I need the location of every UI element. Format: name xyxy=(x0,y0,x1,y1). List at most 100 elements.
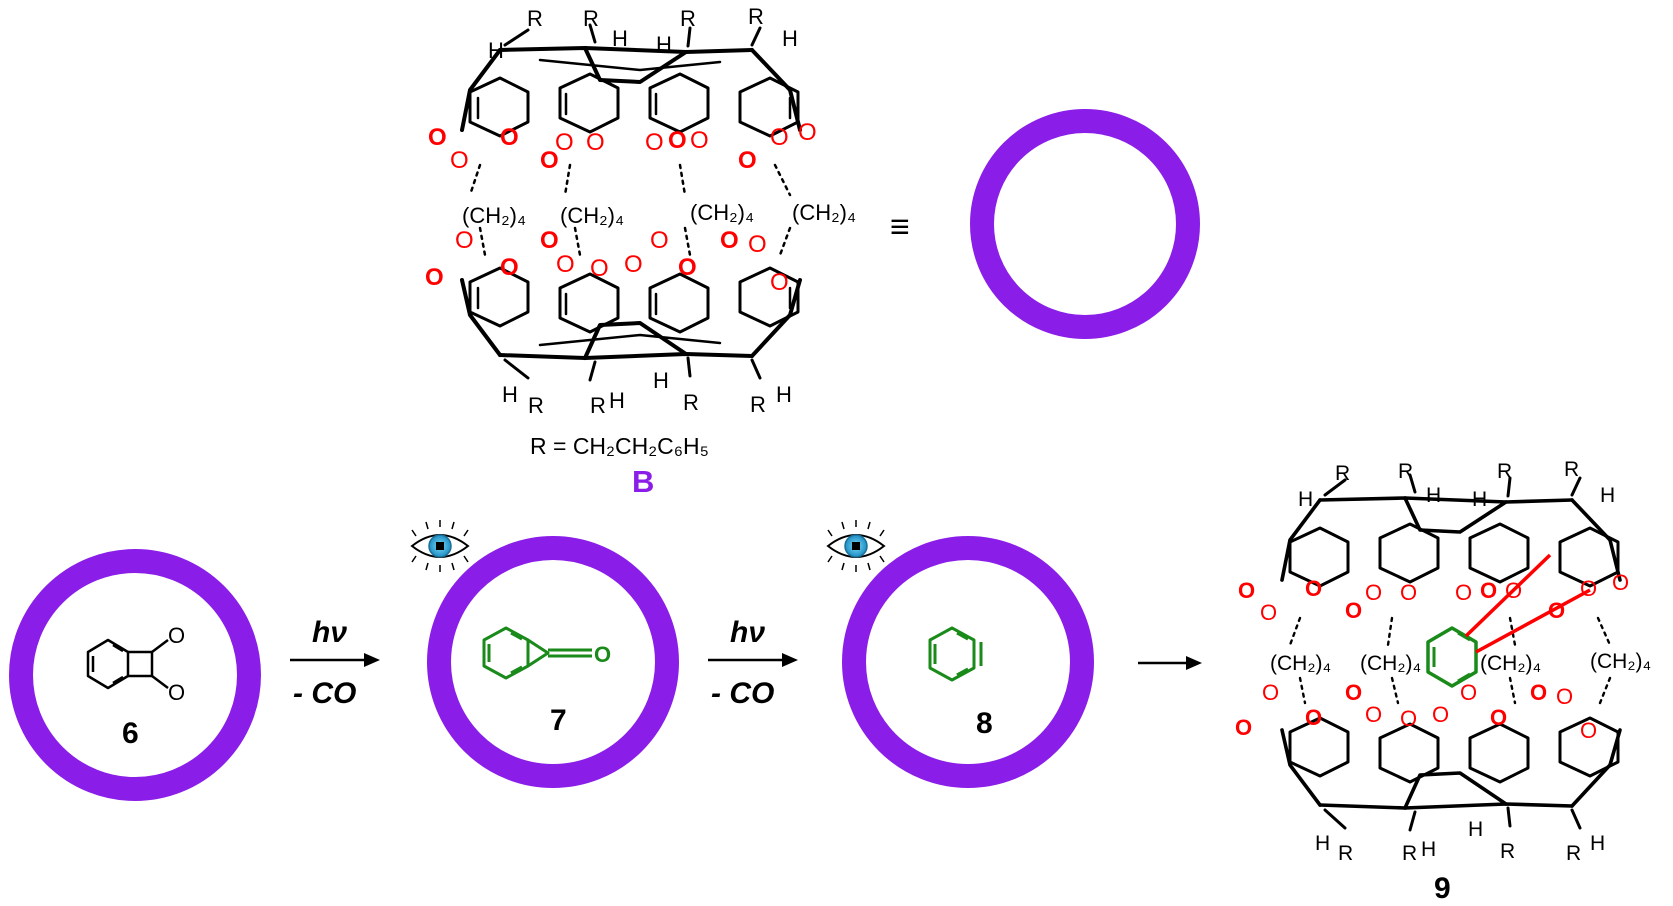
host-ring-6 xyxy=(9,549,261,801)
eye-icon xyxy=(410,520,470,572)
step-top-label: hν xyxy=(312,616,347,649)
aromatic-ring xyxy=(648,272,710,334)
atom-o: O xyxy=(1580,718,1597,743)
atom-h: H xyxy=(1315,832,1330,855)
atom-h: H xyxy=(1421,838,1436,861)
aromatic-ring xyxy=(738,76,800,138)
aromatic-ring xyxy=(468,76,530,138)
arrow-head xyxy=(364,653,380,667)
atom-o: O xyxy=(770,124,789,151)
r-definition: R = CH₂CH₂C₆H₅ xyxy=(530,433,709,459)
atom-o: O xyxy=(556,251,575,278)
atom-o: O xyxy=(1400,580,1417,605)
aromatic-ring xyxy=(1558,716,1620,778)
bond xyxy=(498,46,754,54)
atom-o: O xyxy=(586,129,605,156)
reaction-arrow-1: hν - CO xyxy=(290,616,380,710)
reaction-arrow-2: hν - CO xyxy=(708,616,798,710)
benzene-ring xyxy=(928,626,976,682)
atom-o: O xyxy=(668,127,687,154)
aromatic-ring xyxy=(1288,526,1350,588)
bond xyxy=(1403,496,1508,534)
atom-r: R xyxy=(683,390,699,415)
atom-o: O xyxy=(168,623,185,648)
equivalence-symbol: ≡ xyxy=(890,208,910,246)
atom-o: O xyxy=(1260,600,1277,625)
bond xyxy=(460,278,502,357)
bond xyxy=(1323,473,1582,498)
atom-o: O xyxy=(1262,680,1279,705)
bond xyxy=(1280,728,1322,807)
atom-r: R xyxy=(1500,840,1515,863)
atom-h: H xyxy=(1426,484,1441,507)
compound-label-8: 8 xyxy=(976,707,993,740)
product-9-labels: R R R R H H H H H R R H H R R H (CH₂)₄ (… xyxy=(1270,458,1651,865)
benzocyclopropenone xyxy=(482,626,592,680)
bond xyxy=(538,58,722,72)
atom-o: O xyxy=(798,119,817,146)
atom-h: H xyxy=(782,26,798,51)
host-ring-7 xyxy=(427,536,679,788)
aromatic-ring xyxy=(1288,716,1350,778)
atom-o: O xyxy=(540,227,559,254)
bond xyxy=(460,48,502,132)
step-bottom-label: - CO xyxy=(711,677,774,710)
atom-h: H xyxy=(1590,832,1605,855)
aromatic-ring xyxy=(738,266,800,328)
host-b-labels: R R R R H H H H H R R H H R R H (CH₂)₄ (… xyxy=(462,4,856,459)
atom-o: O xyxy=(720,227,739,254)
atom-o: O xyxy=(1345,598,1362,623)
bond xyxy=(91,643,124,685)
linker-label: (CH₂)₄ xyxy=(1270,652,1331,675)
atom-o: O xyxy=(1235,715,1252,740)
atom-o: O xyxy=(624,251,643,278)
aromatic-ring xyxy=(558,72,620,134)
atom-o: O xyxy=(1490,705,1507,730)
linker-label: (CH₂)₄ xyxy=(690,200,754,225)
compound-label-7: 7 xyxy=(550,704,567,737)
bond xyxy=(498,352,754,360)
atom-o: O xyxy=(1305,705,1322,730)
linker-label: (CH₂)₄ xyxy=(1590,650,1651,673)
atom-r: R xyxy=(528,393,544,418)
atom-r: R xyxy=(1497,460,1512,483)
atom-h: H xyxy=(653,368,669,393)
atom-r: R xyxy=(680,6,696,31)
compound-label-9: 9 xyxy=(1434,872,1451,905)
atom-r: R xyxy=(1335,462,1350,485)
atom-h: H xyxy=(656,32,672,57)
atom-o: O xyxy=(500,124,519,151)
atom-o: O xyxy=(678,254,697,281)
atom-h: H xyxy=(1472,488,1487,511)
atom-o: O xyxy=(690,127,709,154)
bond xyxy=(538,333,722,347)
step-bottom-label: - CO xyxy=(293,677,356,710)
atom-o: O xyxy=(555,129,574,156)
benzocyclobutenedione xyxy=(86,638,169,690)
bond xyxy=(548,648,592,658)
atom-h: H xyxy=(609,388,625,413)
bond xyxy=(128,650,154,678)
atom-r: R xyxy=(1402,842,1417,865)
atom-o: O xyxy=(1480,578,1497,603)
atom-o: O xyxy=(590,255,609,282)
aromatic-ring xyxy=(1468,722,1530,784)
atom-o: O xyxy=(770,269,789,296)
atom-h: H xyxy=(1600,484,1615,507)
atom-o: O xyxy=(1365,580,1382,605)
atom-o: O xyxy=(1345,680,1362,705)
benzyne xyxy=(928,626,983,682)
atom-o: O xyxy=(455,227,474,254)
atom-h: H xyxy=(776,382,792,407)
atom-o: O xyxy=(428,124,447,151)
atom-h: H xyxy=(1468,818,1483,841)
atom-h: H xyxy=(1298,488,1313,511)
host-symbol-ring xyxy=(970,109,1200,339)
atom-h: H xyxy=(488,38,504,63)
bond xyxy=(933,631,969,677)
bond xyxy=(487,631,523,675)
atom-o: O xyxy=(540,147,559,174)
linker-label: (CH₂)₄ xyxy=(1360,652,1421,675)
linker-label: (CH₂)₄ xyxy=(792,200,856,225)
